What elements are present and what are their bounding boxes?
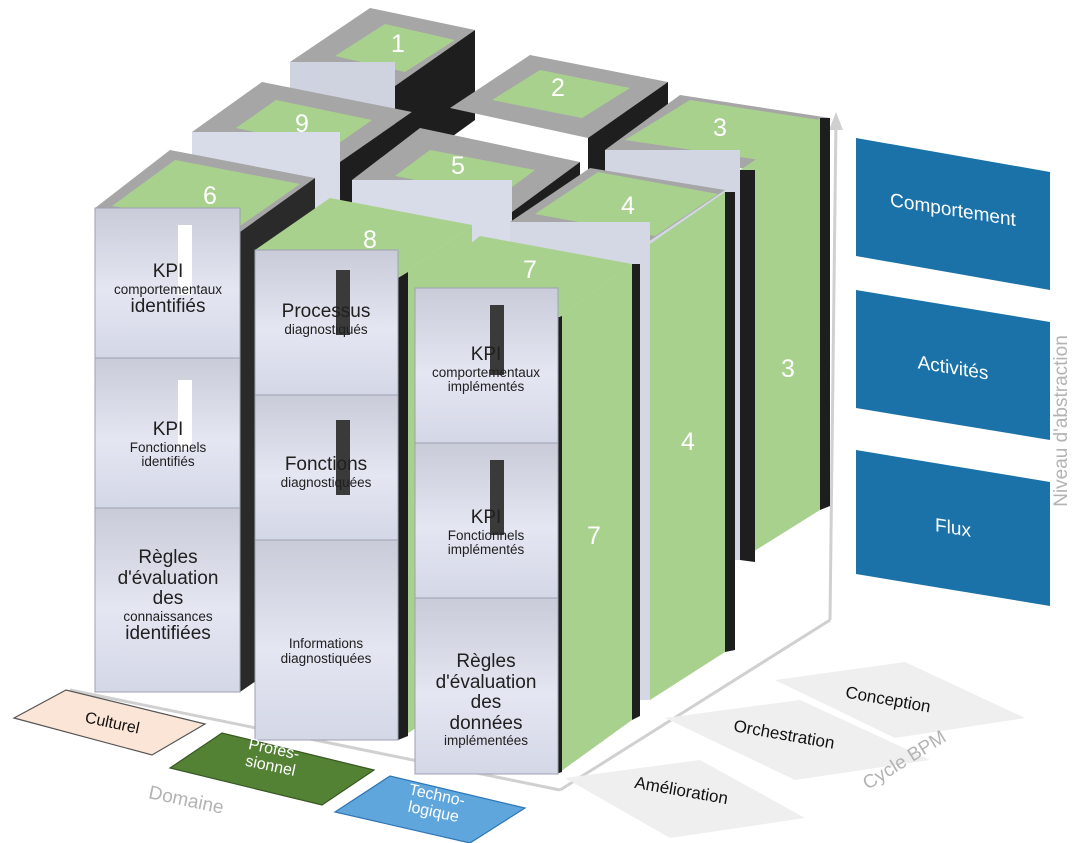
cube8-front-2 xyxy=(254,394,399,541)
level-panel-behavior xyxy=(856,138,1050,290)
cube-number-9: 9 xyxy=(295,110,309,138)
cube-number-8: 8 xyxy=(363,226,377,254)
cube6-front-3 xyxy=(94,507,241,693)
cube-number-3-top: 3 xyxy=(713,114,727,142)
cube-number-5: 5 xyxy=(451,152,465,180)
phase-panel-design xyxy=(775,662,1025,738)
cube7-gap-1 xyxy=(490,305,504,375)
cell-knowledge-rules-identified: Règles d'évaluation des connaissances id… xyxy=(117,547,219,645)
level-panel-activities xyxy=(856,290,1050,440)
cube-number-3-face: 3 xyxy=(781,355,795,383)
cell-kpi-functional-identified: KPI Fonctionnels identifiés xyxy=(129,419,207,470)
cell-functions-diagnosed: Fonctions diagnostiquées xyxy=(280,454,372,490)
cube1-top-green xyxy=(335,24,455,72)
cube8-side-edge xyxy=(398,272,408,740)
cube-number-7-top: 7 xyxy=(523,256,537,284)
cube4-edge xyxy=(725,192,735,652)
abstraction-axis-arrow xyxy=(829,112,843,130)
cube7-front-3 xyxy=(414,597,559,775)
cube3-edge xyxy=(740,170,755,562)
cell-kpi-functional-implemented: KPI Fonctionnels implémentés xyxy=(447,507,525,558)
cube7-gap-2 xyxy=(490,460,504,535)
cube6-gap-1 xyxy=(178,225,192,295)
cell-information-diagnosed: Informations diagnostiquées xyxy=(280,636,372,666)
cube7-front-2 xyxy=(414,442,559,599)
abstraction-axis-line xyxy=(828,117,838,621)
cell-kpi-behavioral-implemented: KPI comportementaux implémentés xyxy=(431,344,541,395)
cube7-side-dark xyxy=(632,264,640,720)
cube-number-6: 6 xyxy=(203,182,217,210)
level-panel-flow xyxy=(856,450,1050,606)
cube-number-7-face: 7 xyxy=(587,522,601,550)
cube2-top-green xyxy=(492,70,630,118)
phase-panel-orchestration xyxy=(665,700,930,780)
cube-number-2: 2 xyxy=(551,74,565,102)
cube3-green-top xyxy=(625,100,820,160)
cube6-front-1 xyxy=(94,207,241,359)
cube3-green-face xyxy=(740,118,820,560)
cube6-gap-2 xyxy=(178,380,192,450)
cube-number-4-top: 4 xyxy=(621,192,635,220)
domain-panel-technological xyxy=(333,775,527,843)
cube-number-1: 1 xyxy=(391,30,405,58)
domain-panel-cultural xyxy=(12,689,207,756)
cell-kpi-behavioral-identified: KPI comportementaux identifiés xyxy=(113,261,223,318)
cell-data-rules-implemented: Règles d'évaluation des données implémen… xyxy=(435,651,537,749)
cube7-front-1 xyxy=(414,287,559,444)
cube8-front-3 xyxy=(254,539,399,741)
cube8-front-1 xyxy=(254,249,399,396)
axis-label-abstraction: Niveau d'abstraction xyxy=(1050,335,1072,507)
cube8-gap-1 xyxy=(336,270,350,335)
phase-panel-improvement xyxy=(565,760,805,838)
cube7-green-face xyxy=(560,264,632,772)
cube8-gap-2 xyxy=(336,420,350,495)
cube6-front-2 xyxy=(94,357,241,509)
cell-processes-diagnosed: Processus diagnostiqués xyxy=(281,301,371,337)
domain-panel-professional xyxy=(168,732,376,806)
cube4-green-face xyxy=(650,192,725,700)
cube-number-4-face: 4 xyxy=(681,428,695,456)
cube3-side-dark xyxy=(820,118,830,510)
bpm-axis-line xyxy=(559,618,831,792)
cube4-green-top xyxy=(535,172,718,236)
